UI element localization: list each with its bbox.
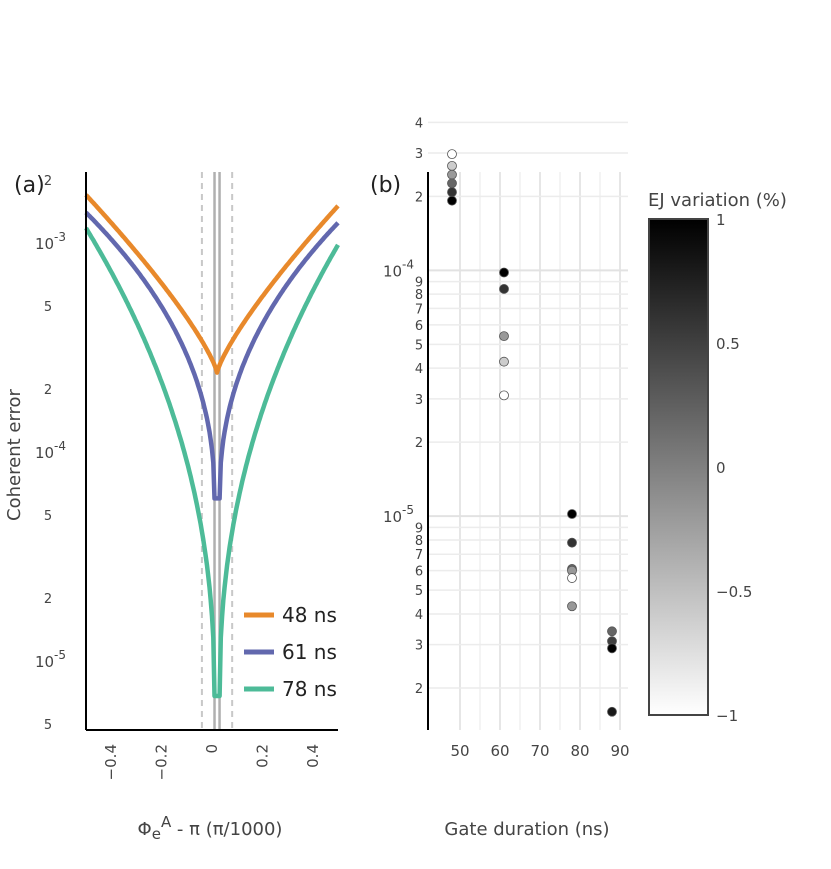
a-axes: [85, 172, 338, 731]
a-legend: 48 ns 61 ns 78 ns: [244, 603, 337, 701]
colorbar-gradient: [648, 218, 709, 716]
a-legend-label-2: 78 ns: [282, 677, 337, 701]
a-y-ticks: 10-3 10-4 10-5 2 5 2 5 2 5: [35, 174, 66, 733]
b-y-minor-tick-10: 2: [415, 436, 423, 451]
b-point-19: [607, 643, 617, 654]
b-point-0: [447, 149, 457, 160]
a-y-major-tick-sup-1: -4: [54, 439, 66, 453]
b-y-major-tick-sup-1: -5: [402, 503, 414, 517]
b-point-6: [499, 267, 509, 278]
a-vertical-lines: [200, 172, 234, 730]
colorbar-tick-4: −1: [716, 707, 738, 725]
b-x-ticks: 50 60 70 80 90: [450, 742, 629, 760]
b-point-9: [499, 356, 509, 367]
a-y-minor-tick-3: 5: [44, 509, 52, 524]
a-x-ticks: −0.4 −0.2 0 0.2 0.4: [102, 744, 322, 780]
b-y-minor-tick-17: 3: [415, 639, 423, 654]
a-y-minor-tick-4: 2: [44, 592, 52, 607]
b-y-minor-tick-18: 2: [415, 682, 423, 697]
b-point-17: [607, 626, 617, 637]
a-y-minor-tick-0: 2: [44, 174, 52, 189]
b-point-2: [447, 169, 457, 180]
b-point-5: [447, 195, 457, 206]
b-y-minor-tick-4: 8: [415, 288, 423, 303]
b-y-minor-tick-9: 3: [415, 393, 423, 408]
colorbar-tick-2: 0: [716, 459, 726, 477]
b-y-minor-tick-2: 2: [415, 190, 423, 205]
a-y-minor-tick-5: 5: [44, 718, 52, 733]
a-x-tick-2: 0: [203, 744, 221, 754]
b-x-tick-0: 50: [450, 742, 469, 760]
b-y-minor-tick-8: 4: [415, 362, 423, 377]
a-y-axis-title: Coherent error: [4, 388, 25, 521]
b-y-minor-tick-13: 7: [415, 548, 423, 563]
b-point-20: [607, 706, 617, 717]
a-x-tick-3: 0.2: [253, 744, 271, 768]
b-y-minor-tick-6: 6: [415, 319, 423, 334]
b-point-11: [567, 509, 577, 519]
b-y-minor-tick-15: 5: [415, 584, 423, 599]
a-y-major-tick-0: 10-3: [35, 230, 66, 253]
b-point-16: [567, 601, 577, 612]
a-x-axis-title-sup: A: [161, 813, 172, 831]
b-point-15: [567, 573, 577, 583]
b-point-8: [499, 331, 509, 342]
colorbar: EJ variation (%) 1 0.5 0 −0.5 −1: [648, 190, 787, 725]
b-y-minor-tick-7: 5: [415, 338, 423, 353]
a-y-major-tick-sup-2: -5: [54, 648, 66, 662]
b-y-major-tick-1: 10-5: [383, 503, 414, 526]
b-points: [447, 149, 617, 717]
b-grid: [428, 121, 628, 730]
b-y-major-tick-sup-0: -4: [402, 257, 414, 271]
colorbar-ticks: 1 0.5 0 −0.5 −1: [716, 211, 752, 725]
panel-a: (a) 10-3 10-4 10-5 2 5 2 5 2 5 −0.4 −0.2 0 0.2 0.4 C…: [4, 172, 340, 843]
b-x-axis-title: Gate duration (ns): [444, 819, 609, 840]
a-series-group: [84, 193, 340, 699]
b-point-12: [567, 537, 577, 548]
a-y-major-tick-1: 10-4: [35, 439, 66, 462]
a-series-line-0: [84, 193, 340, 375]
colorbar-tick-1: 0.5: [716, 335, 740, 353]
b-x-tick-1: 60: [490, 742, 509, 760]
a-y-minor-tick-1: 5: [44, 300, 52, 315]
b-point-3: [447, 178, 457, 189]
b-y-minor-tick-0: 4: [415, 116, 423, 131]
colorbar-tick-3: −0.5: [716, 583, 752, 601]
a-y-major-tick-2: 10-5: [35, 648, 66, 671]
b-point-4: [447, 187, 457, 198]
b-x-tick-2: 70: [530, 742, 549, 760]
b-point-10: [499, 390, 509, 401]
a-series-line-2: [84, 226, 340, 699]
b-y-minor-tick-11: 9: [415, 521, 423, 536]
a-x-tick-4: 0.4: [304, 744, 322, 768]
panel-b-label: (b): [370, 173, 401, 198]
a-x-tick-1: −0.2: [153, 744, 171, 780]
b-point-7: [499, 284, 509, 294]
b-y-minor-tick-5: 7: [415, 302, 423, 317]
b-y-major-tick-0: 10-4: [383, 257, 414, 280]
b-y-minor-tick-14: 6: [415, 565, 423, 580]
b-y-minor-tick-12: 8: [415, 534, 423, 549]
a-series-line-1: [84, 210, 340, 501]
a-x-tick-0: −0.4: [102, 744, 120, 780]
b-point-1: [447, 160, 457, 171]
a-x-axis-title-rest: - π (π/1000): [171, 819, 282, 840]
a-x-axis-title-sub: e: [152, 825, 161, 843]
a-legend-label-1: 61 ns: [282, 640, 337, 664]
b-y-minor-tick-1: 3: [415, 147, 423, 162]
b-x-tick-4: 90: [610, 742, 629, 760]
colorbar-tick-0: 1: [716, 211, 726, 229]
colorbar-title: EJ variation (%): [648, 190, 787, 211]
b-y-minor-tick-3: 9: [415, 276, 423, 291]
a-y-minor-tick-2: 2: [44, 383, 52, 398]
b-y-minor-tick-16: 4: [415, 608, 423, 623]
panel-a-label: (a): [14, 173, 45, 198]
b-x-tick-3: 80: [570, 742, 589, 760]
a-legend-label-0: 48 ns: [282, 603, 337, 627]
a-y-major-tick-sup-0: -3: [54, 230, 66, 244]
a-x-axis-title: ΦeA - π (π/1000): [138, 813, 283, 843]
